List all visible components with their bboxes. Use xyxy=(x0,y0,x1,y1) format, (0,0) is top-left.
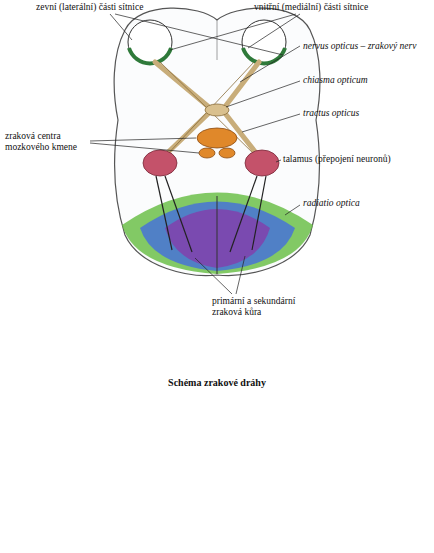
chiasm xyxy=(205,104,229,116)
brainstem-centres xyxy=(197,128,237,158)
hemisphere-line xyxy=(217,20,218,60)
brain-outline xyxy=(114,8,320,275)
callout-label: primární a sekundární zraková kůra xyxy=(212,296,312,319)
leader-lines xyxy=(90,14,300,294)
eyes xyxy=(128,20,286,64)
thalamus xyxy=(143,150,279,176)
callout-label: zevní (laterální) části sítnice xyxy=(36,2,143,13)
callout-label: nervus opticus – zrakový nerv xyxy=(303,41,416,52)
crossing-fibres xyxy=(160,62,258,158)
caption: Schéma zrakové dráhy xyxy=(0,377,434,388)
optic-nerves xyxy=(155,62,260,158)
callout-label: tractus opticus xyxy=(303,108,359,119)
callout-label: radiatio optica xyxy=(303,198,360,209)
callout-label: talamus (přepojení neuronů) xyxy=(283,154,391,165)
callout-label: chiasma opticum xyxy=(303,75,368,86)
callout-label: zraková centra mozkového kmene xyxy=(5,131,89,154)
callout-label: vnitřní (mediální) části sítnice xyxy=(254,2,368,13)
optic-radiation xyxy=(156,176,266,252)
visual-cortex xyxy=(122,193,313,275)
